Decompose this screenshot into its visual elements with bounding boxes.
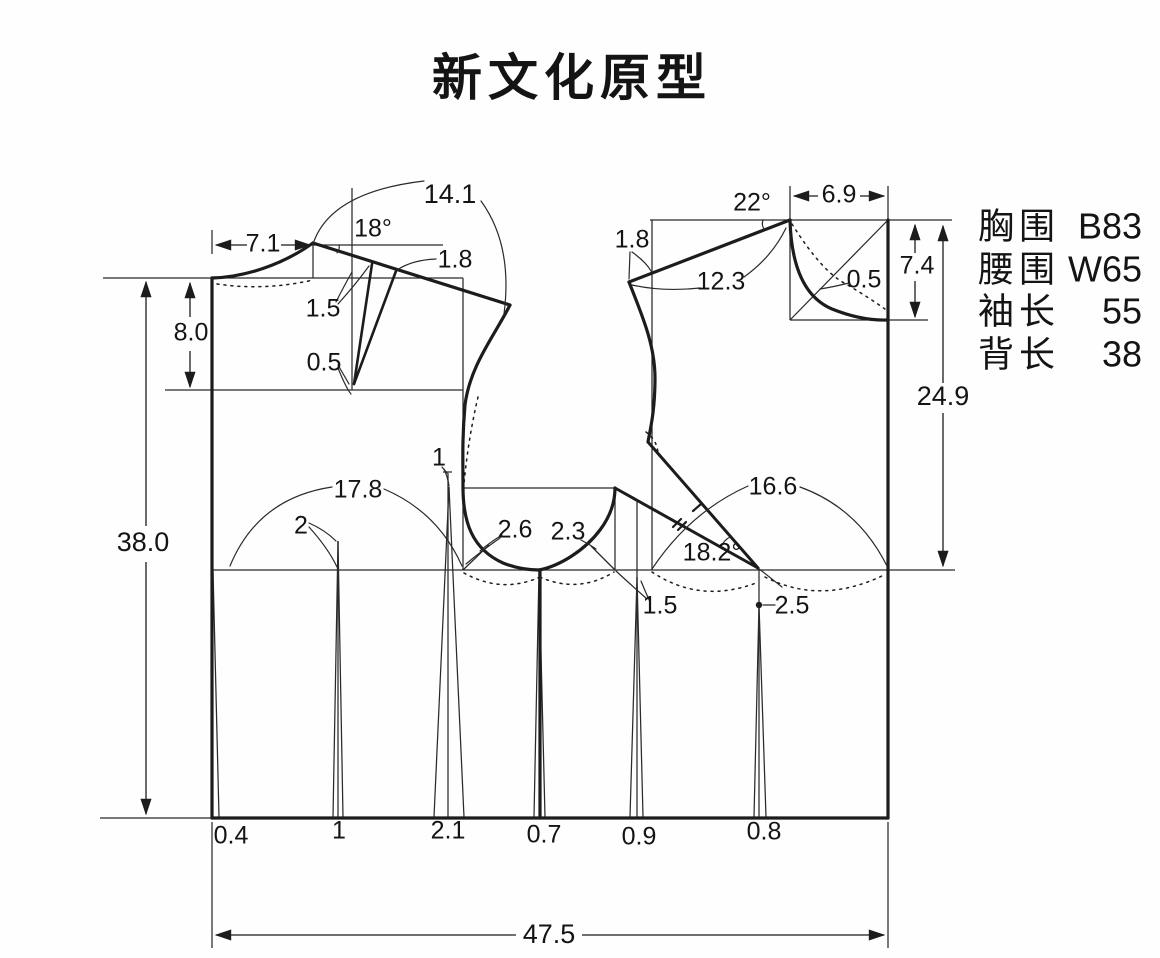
waist-dart-lines (212, 473, 767, 818)
waist-dart-front1: 0.9 (622, 823, 657, 851)
waist-dart-side: 0.7 (527, 821, 562, 849)
label-back-scye-corner: 2.6 (498, 516, 533, 544)
dimension-lines (140, 190, 949, 941)
front-underarm-curve (537, 486, 617, 572)
table-value-bust: B83 (1078, 206, 1142, 247)
label-front-shoulder-ext: 1.8 (615, 226, 650, 254)
table-label-back: 背长 (978, 334, 1060, 375)
label-back-length: 38.0 (117, 527, 170, 557)
label-back-shoulder-angle: 18° (354, 215, 392, 243)
leader-lines (229, 180, 888, 606)
label-front-length: 24.9 (917, 381, 970, 411)
front-shoulder-line (627, 218, 792, 284)
label-bust-dart-angle: 18.2° (683, 539, 742, 567)
table-value-waist: W65 (1068, 249, 1142, 290)
waist-dart-front2: 0.8 (747, 818, 782, 846)
label-front-neck-width: 6.9 (822, 181, 857, 209)
label-front-dart-offset: 1.5 (643, 592, 678, 620)
label-front-neck-depth: 7.4 (900, 252, 935, 280)
table-value-back: 38 (1102, 334, 1142, 375)
label-back-neck-width: 7.1 (246, 230, 281, 258)
label-back-scye-depth: 8.0 (174, 319, 209, 347)
table-label-sleeve: 袖长 (978, 291, 1060, 332)
label-back-dart1-rise: 2 (294, 512, 308, 540)
label-back-bust-width: 17.8 (334, 476, 383, 504)
waist-dart-back1: 1 (332, 817, 346, 845)
label-total-width: 47.5 (523, 919, 576, 949)
construction-lines (100, 186, 955, 948)
back-armhole-curve (461, 303, 541, 572)
label-front-dart-apex: 2.5 (775, 592, 810, 620)
front-neck-curve (788, 218, 890, 322)
label-front-bust-width: 16.6 (749, 473, 798, 501)
label-front-shoulder-angle: 22° (733, 189, 771, 217)
labels: 新文化原型 胸围 B83 腰围 W65 袖长 55 背长 38 7.1 18° … (117, 50, 1142, 949)
label-back-dart-width: 1.5 (306, 295, 341, 323)
page-title: 新文化原型 (432, 50, 712, 106)
table-label-waist: 腰围 (978, 249, 1060, 290)
waist-dart-cb: 0.4 (214, 822, 249, 850)
label-back-dart-gap: 1.8 (438, 246, 473, 274)
label-back-shoulder-length: 14.1 (424, 179, 477, 209)
label-front-shoulder-length: 12.3 (697, 268, 746, 296)
back-shoulder-dart (352, 262, 398, 386)
back-shoulder-line (311, 241, 512, 307)
label-front-neck-offset: 0.5 (847, 266, 882, 294)
label-back-dart-tip: 0.5 (307, 349, 342, 377)
front-dart-apex-dot (755, 601, 763, 609)
table-value-sleeve: 55 (1102, 291, 1142, 332)
label-front-scye-corner: 2.3 (551, 518, 586, 546)
label-back-dart2-drop: 1 (432, 444, 446, 472)
waist-dart-back2: 2.1 (431, 817, 466, 845)
front-armhole-curve (627, 280, 657, 444)
dashed-guides (216, 223, 887, 593)
table-label-bust: 胸围 (978, 206, 1060, 247)
